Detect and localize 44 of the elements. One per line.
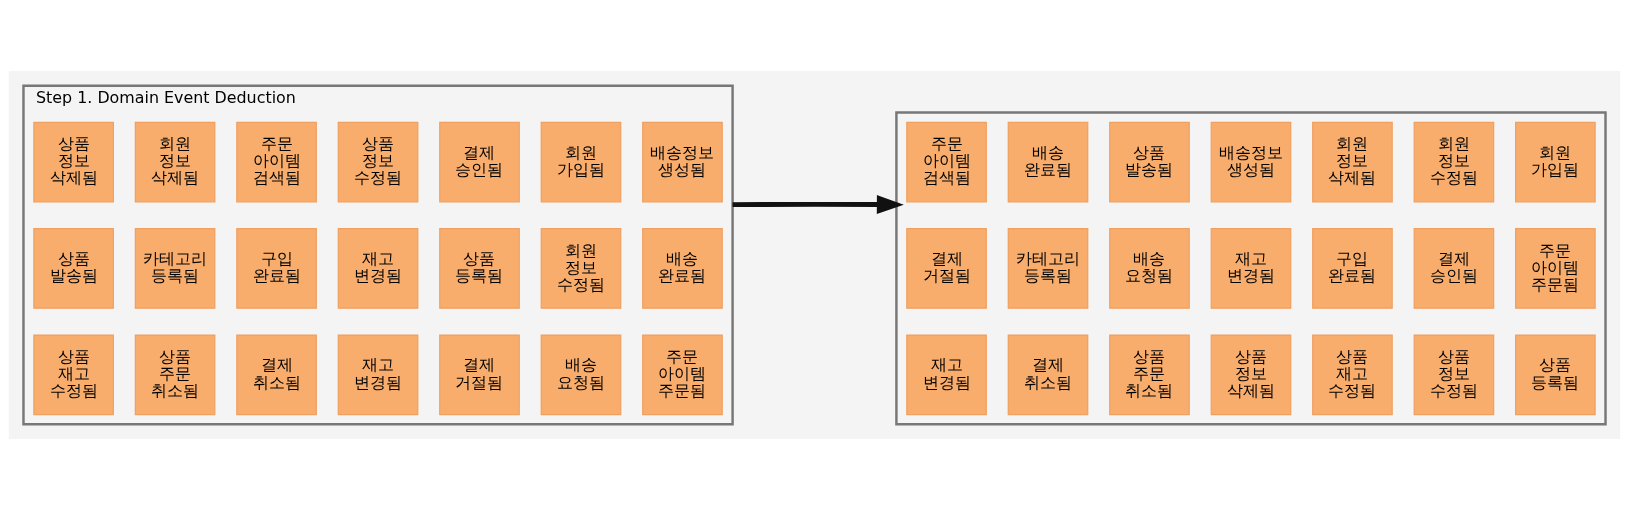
node-box: 회원 가입됨 xyxy=(540,121,622,202)
node-box: 주문 아이템 주문됨 xyxy=(642,333,723,415)
node-box: 회원 정보 수정됨 xyxy=(540,227,622,309)
node-box: 배송정보 생성됨 xyxy=(1210,121,1292,202)
node-box: 회원 정보 수정됨 xyxy=(1413,121,1495,202)
node-box: 상품 정보 삭제됨 xyxy=(33,121,114,202)
node-box: 재고 변경됨 xyxy=(337,333,419,415)
node-box: 상품 주문 취소됨 xyxy=(134,333,216,415)
node-box: 회원 정보 삭제됨 xyxy=(1312,121,1393,202)
node-box: 재고 변경됨 xyxy=(906,333,987,415)
node-box: 배송 완료됨 xyxy=(642,227,723,309)
node-box: 결제 승인됨 xyxy=(1413,227,1495,309)
node-box: 배송 완료됨 xyxy=(1007,121,1089,202)
node-box: 결제 취소됨 xyxy=(236,333,317,415)
node-box: 상품 등록됨 xyxy=(439,227,520,309)
node-box: 상품 발송됨 xyxy=(1109,121,1190,202)
node-box: 주문 아이템 주문됨 xyxy=(1515,227,1596,309)
node-box: 카테고리 등록됨 xyxy=(1007,227,1089,309)
node-box: 배송 요청됨 xyxy=(540,333,622,415)
node-box: 배송 요청됨 xyxy=(1109,227,1190,309)
node-box: 상품 주문 취소됨 xyxy=(1109,333,1190,415)
node-box: 구입 완료됨 xyxy=(1312,227,1393,309)
cluster xyxy=(895,110,1607,426)
node-box: 구입 완료됨 xyxy=(236,227,317,309)
node-box: 결제 승인됨 xyxy=(439,121,520,202)
node-box: 상품 재고 수정됨 xyxy=(1312,333,1393,415)
node-box: 상품 등록됨 xyxy=(1515,333,1596,415)
node-box: 상품 발송됨 xyxy=(33,227,114,309)
node-box: 주문 아이템 검색됨 xyxy=(906,121,987,202)
node-box: 결제 거절됨 xyxy=(906,227,987,309)
node-box: 결제 거절됨 xyxy=(439,333,520,415)
node-box: 상품 정보 삭제됨 xyxy=(1210,333,1292,415)
node-box: 재고 변경됨 xyxy=(337,227,419,309)
node-box: 결제 취소됨 xyxy=(1007,333,1089,415)
node-box: 배송정보 생성됨 xyxy=(642,121,723,202)
node-box: 상품 정보 수정됨 xyxy=(1413,333,1495,415)
node-box: 회원 정보 삭제됨 xyxy=(134,121,216,202)
node-box: 상품 재고 수정됨 xyxy=(33,333,114,415)
node-box: 회원 가입됨 xyxy=(1515,121,1596,202)
node-box: 주문 아이템 검색됨 xyxy=(236,121,317,202)
node-box: 상품 정보 수정됨 xyxy=(337,121,419,202)
arrow xyxy=(732,194,904,214)
node-box: 재고 변경됨 xyxy=(1210,227,1292,309)
node-box: 카테고리 등록됨 xyxy=(134,227,216,309)
